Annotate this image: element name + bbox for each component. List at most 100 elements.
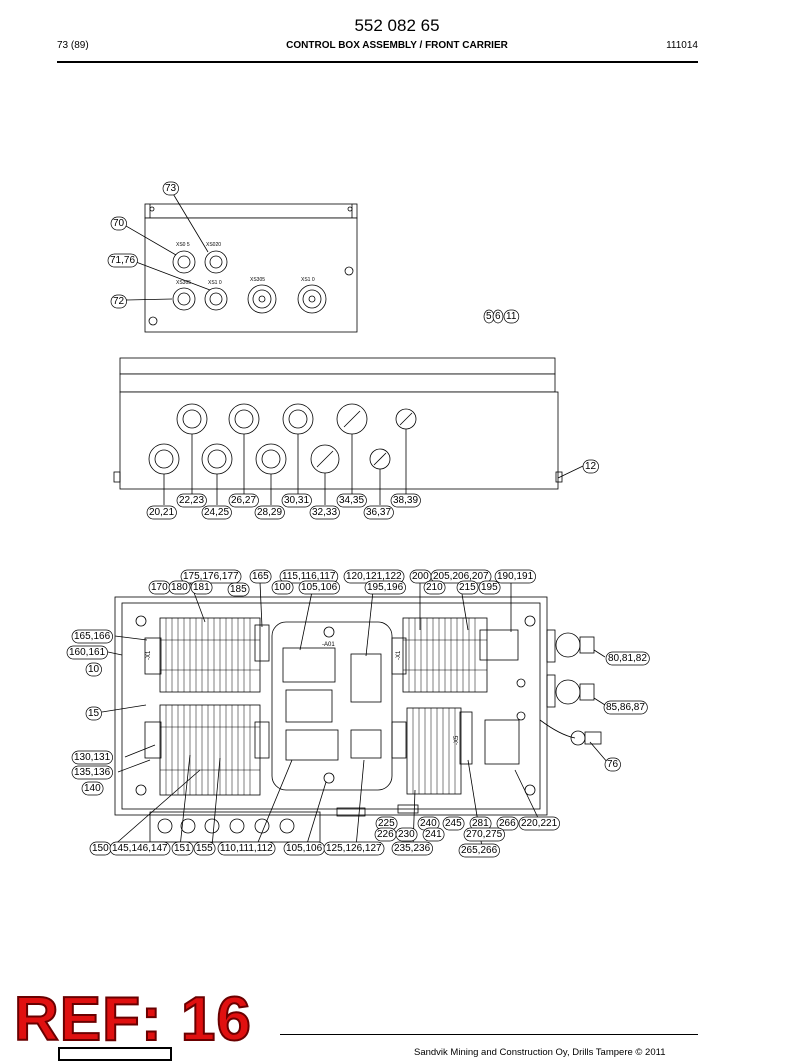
callout-bubble [110,294,127,309]
callout-bubble [456,580,479,595]
callout-100: 100 [274,582,291,593]
marking-x1-right: -X1 [396,650,402,660]
footer-rule [280,1034,698,1035]
callout-125-126-127: 125,126,127 [326,843,382,854]
callout-226: 226 [377,829,394,840]
callout-bubble [503,309,520,324]
callout-140: 140 [84,783,101,794]
callout-230: 230 [398,829,415,840]
connector-panel-view: XS0 5 XS020 XS305 XS1 0 XS305 XS1 0 [125,191,358,333]
callout-220-221: 220,221 [521,818,558,829]
callout-150: 150 [92,843,109,854]
callout-bubble [395,827,418,842]
callout-115-116-117: 115,116,117 [282,571,336,582]
callout-185: 185 [230,584,247,595]
callout-bubble [298,580,340,595]
gland-side-view [113,357,584,505]
callout-72: 72 [113,296,125,307]
callout-bubble [271,580,294,595]
callout-bubble [364,580,406,595]
callout-bubble [604,757,621,772]
callout-281: 281 [472,818,489,829]
callout-bubble [81,781,104,796]
callout-bubble [309,505,340,520]
callout-105-106-bottom: 105,106 [286,843,323,854]
callout-bubble [391,841,433,856]
callout-bubble [363,505,394,520]
callout-bubble [176,493,207,508]
callout-36-37: 36,37 [366,507,391,518]
marking-xs305-a: XS305 [176,280,191,286]
document-number: 552 082 65 [354,16,440,35]
callout-bubble [478,580,501,595]
callout-170: 170 [151,582,168,593]
callout-bubble [162,181,179,196]
callout-bubble [71,629,113,644]
callout-76: 76 [607,759,619,770]
callout-240: 240 [420,818,437,829]
callout-32-33: 32,33 [312,507,337,518]
page-title: CONTROL BOX ASSEMBLY / FRONT CARRIER [286,40,508,51]
callout-bubble [458,843,500,858]
callout-195: 195 [481,582,498,593]
callout-bubble [254,505,285,520]
page-number: 73 (89) [57,40,89,51]
callout-bubble [390,493,421,508]
callout-225: 225 [378,818,395,829]
callouts: 73 70 71,76 72 5 6 11 12 22,23 26,27 30,… [66,181,650,858]
callout-155: 155 [196,843,213,854]
callout-5: 5 [486,311,492,322]
callout-bubble [85,662,102,677]
callout-15: 15 [88,708,100,719]
callout-bubble [190,580,213,595]
marking-a01: -A01 [322,642,335,648]
callout-190-191: 190,191 [497,571,534,582]
callout-151: 151 [174,843,191,854]
callout-26-27: 26,27 [231,495,256,506]
callout-105-106-top: 105,106 [301,582,338,593]
callout-bubble [227,582,250,597]
callout-bubble [109,841,171,856]
callout-bubble [201,505,232,520]
callout-215: 215 [459,582,476,593]
callout-20-21: 20,21 [149,507,174,518]
callout-bubble [146,505,177,520]
callout-270-275: 270,275 [466,829,503,840]
callout-bubble [71,750,113,765]
callout-22-23: 22,23 [179,495,204,506]
callout-265-266: 265,266 [461,845,498,856]
callout-bubble [323,841,385,856]
callout-bubble [423,580,446,595]
callout-130-131: 130,131 [74,752,111,763]
callout-180: 180 [171,582,188,593]
callout-205-206-207: 205,206,207 [433,571,489,582]
callout-165-top: 165 [252,571,269,582]
ref-stamp: REF: 16 [13,984,252,1055]
callout-160-161: 160,161 [69,647,106,658]
callout-bubble [582,459,599,474]
callout-71-76: 71,76 [110,255,135,266]
callout-bubble [107,253,138,268]
callout-10: 10 [88,664,100,675]
callout-bubble [66,645,108,660]
callout-11: 11 [506,311,517,322]
control-box-interior-view: -A01 -X1 -X1 -X5 [101,581,609,848]
callout-bubble [605,651,650,666]
callout-bubble [496,816,519,831]
callout-bubble [228,493,259,508]
callout-12: 12 [585,461,597,472]
callout-38-39: 38,39 [393,495,418,506]
callout-6: 6 [495,311,501,322]
callout-210: 210 [426,582,443,593]
callout-bubble [71,765,113,780]
callout-120-121-122: 120,121,122 [346,571,402,582]
callout-bubble [336,493,367,508]
callout-200: 200 [412,571,429,582]
callout-28-29: 28,29 [257,507,282,518]
callout-85-86-87: 85,86,87 [606,702,645,713]
callout-235-236: 235,236 [394,843,431,854]
callout-145-146-147: 145,146,147 [112,843,168,854]
callout-135-136: 135,136 [74,767,111,778]
callout-bubble [422,827,445,842]
